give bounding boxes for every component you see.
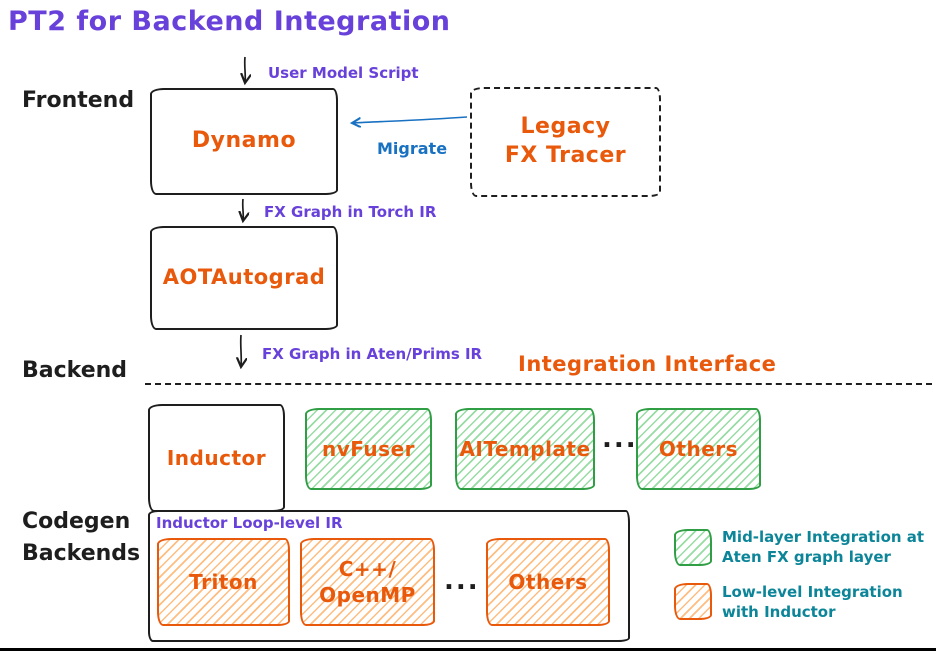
separator-dashed-line [145,383,932,385]
arrow-user-script-to-dynamo [245,56,246,83]
aitemplate-box: AITemplate [455,408,595,490]
label-codegen-backends: Codegen Backends [22,509,141,566]
legend-mid-layer-swatch [674,529,712,566]
label-inductor-loop-ir: Inductor Loop-level IR [156,514,343,532]
others-low-label: Others [508,570,588,594]
others-low-box: Others [486,538,610,626]
inductor-label: Inductor [166,446,267,470]
diagram-title: PT2 for Backend Integration [8,6,451,37]
aotautograd-box: AOTAutograd [150,226,338,330]
legend-low-level-swatch [674,583,712,620]
legacy-fx-tracer-label: Legacy FX Tracer [504,114,627,168]
others-mid-box: Others [636,408,761,490]
nvfuser-box: nvFuser [305,408,432,490]
others-mid-label: Others [658,437,739,461]
legend-low-level-text: Low-level Integration with Inductor [722,583,903,622]
label-integration-interface: Integration Interface [518,352,777,376]
dynamo-box: Dynamo [150,88,338,195]
legend-mid-layer-text: Mid-layer Integration at Aten FX graph l… [722,528,925,567]
label-fx-graph-torch-ir: FX Graph in Torch IR [264,203,437,221]
legacy-fx-tracer-box: Legacy FX Tracer [470,87,661,197]
ellipsis-mid-layer: ... [602,424,638,454]
label-frontend: Frontend [22,88,135,113]
triton-box: Triton [157,538,290,626]
label-fx-graph-aten-prims-ir: FX Graph in Aten/Prims IR [262,345,483,363]
ellipsis-low-level: ... [444,566,480,596]
dynamo-label: Dynamo [191,128,297,154]
arrow-aotautograd-to-backend [241,334,242,367]
inductor-box: Inductor [148,404,285,512]
arrow-migrate [352,116,468,123]
codegen-container-box [148,510,630,642]
label-migrate: Migrate [377,139,448,158]
aitemplate-label: AITemplate [459,437,591,461]
nvfuser-label: nvFuser [321,437,415,461]
cpp-openmp-box: C++/ OpenMP [300,538,435,626]
label-user-model-script: User Model Script [268,64,419,82]
aotautograd-label: AOTAutograd [162,265,326,290]
label-backend: Backend [22,358,128,383]
triton-label: Triton [189,570,258,594]
arrow-dynamo-to-aotautograd [243,198,244,221]
bottom-rule [0,648,936,651]
cpp-openmp-label: C++/ OpenMP [319,557,416,607]
